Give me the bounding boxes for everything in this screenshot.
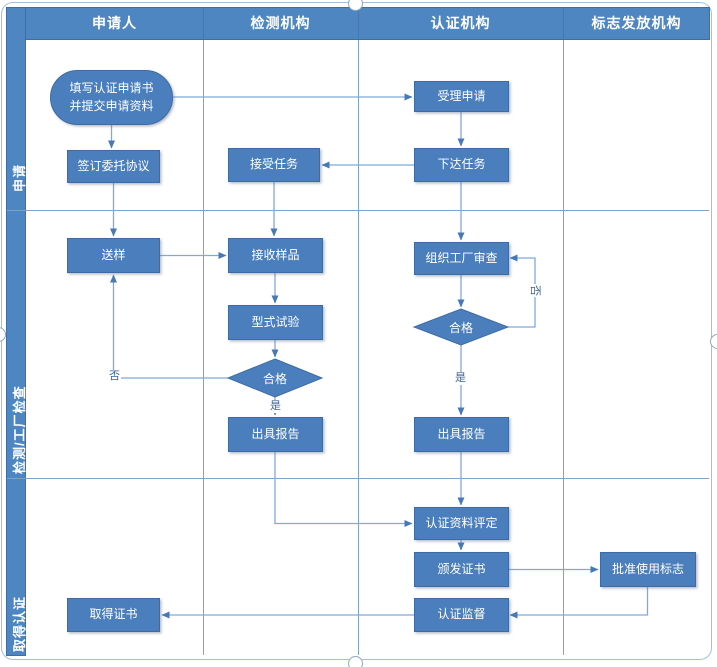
lane-header-certification-agency[interactable]: 认证机构 [430, 15, 491, 31]
node-approve-mark-use[interactable]: 批准使用标志 [600, 552, 696, 587]
node-issue-certificate[interactable]: 颁发证书 [414, 552, 509, 587]
lane-grid [7, 40, 709, 655]
node-decision-test-pass[interactable]: 合格 [262, 371, 287, 386]
decision-shapes [226, 308, 510, 398]
node-assign-task[interactable]: 下达任务 [414, 148, 509, 182]
node-evaluate-certification-materials[interactable]: 认证资料评定 [414, 507, 509, 540]
node-type-test[interactable]: 型式试验 [228, 305, 323, 340]
node-label: 型式试验 [251, 314, 300, 329]
node-label: 下达任务 [437, 157, 486, 172]
node-label: 签订委托协议 [77, 158, 150, 173]
node-issue-report-test[interactable]: 出具报告 [228, 417, 323, 452]
node-label: 认证监督 [437, 607, 486, 622]
lane-header-mark-issuing-agency[interactable]: 标志发放机构 [591, 15, 682, 31]
connector-approve-mark-to-supervision [509, 587, 649, 619]
connector-test-no-loop [110, 274, 228, 379]
node-decision-review-pass[interactable]: 合格 [448, 320, 473, 335]
node-label: 认证资料评定 [425, 515, 498, 530]
node-receive-sample[interactable]: 接收样品 [228, 238, 323, 273]
node-issue-report-cert[interactable]: 出具报告 [414, 417, 509, 452]
node-organize-factory-review[interactable]: 组织工厂审查 [414, 242, 509, 275]
node-label: 取得证书 [89, 607, 138, 622]
node-label: 颁发证书 [437, 561, 486, 576]
phase-label-strip[interactable] [6, 7, 26, 656]
node-certification-supervision[interactable]: 认证监督 [414, 598, 509, 632]
node-send-sample[interactable]: 送样 [67, 238, 160, 273]
node-label: 出具报告 [437, 426, 486, 441]
lane-header-testing-agency[interactable]: 检测机构 [250, 15, 311, 31]
node-label: 填写认证申请书 并提交申请资料 [69, 81, 154, 113]
node-label: 出具报告 [251, 426, 300, 441]
node-obtain-certificate[interactable]: 取得证书 [67, 598, 160, 632]
edge-label-yes: 是 [269, 400, 282, 413]
node-sign-agreement[interactable]: 签订委托协议 [67, 150, 160, 183]
selection-handle-top-center[interactable] [348, 0, 363, 11]
header-cell-separators [203, 8, 564, 40]
node-start-fill-application[interactable]: 填写认证申请书 并提交申请资料 [50, 70, 173, 125]
node-accept-application[interactable]: 受理申请 [414, 81, 509, 112]
selection-handle-bottom-center[interactable] [348, 656, 363, 667]
node-accept-task[interactable]: 接受任务 [228, 148, 320, 182]
edge-label-no: 否 [528, 284, 541, 297]
edge-label-no: 否 [108, 370, 121, 383]
node-label: 送样 [101, 247, 126, 262]
node-label: 接收样品 [251, 247, 300, 262]
lane-header-applicant[interactable]: 申请人 [92, 15, 137, 31]
flow-connectors [108, 93, 649, 619]
connector-report-to-evaluate [274, 452, 413, 527]
node-decision-review-pass-shape [412, 308, 510, 346]
node-label: 批准使用标志 [611, 561, 684, 576]
node-label: 受理申请 [437, 88, 486, 103]
node-label: 接受任务 [249, 157, 298, 172]
node-label: 组织工厂审查 [425, 250, 498, 265]
node-decision-test-pass-shape [226, 358, 324, 398]
edge-label-yes: 是 [454, 372, 467, 385]
